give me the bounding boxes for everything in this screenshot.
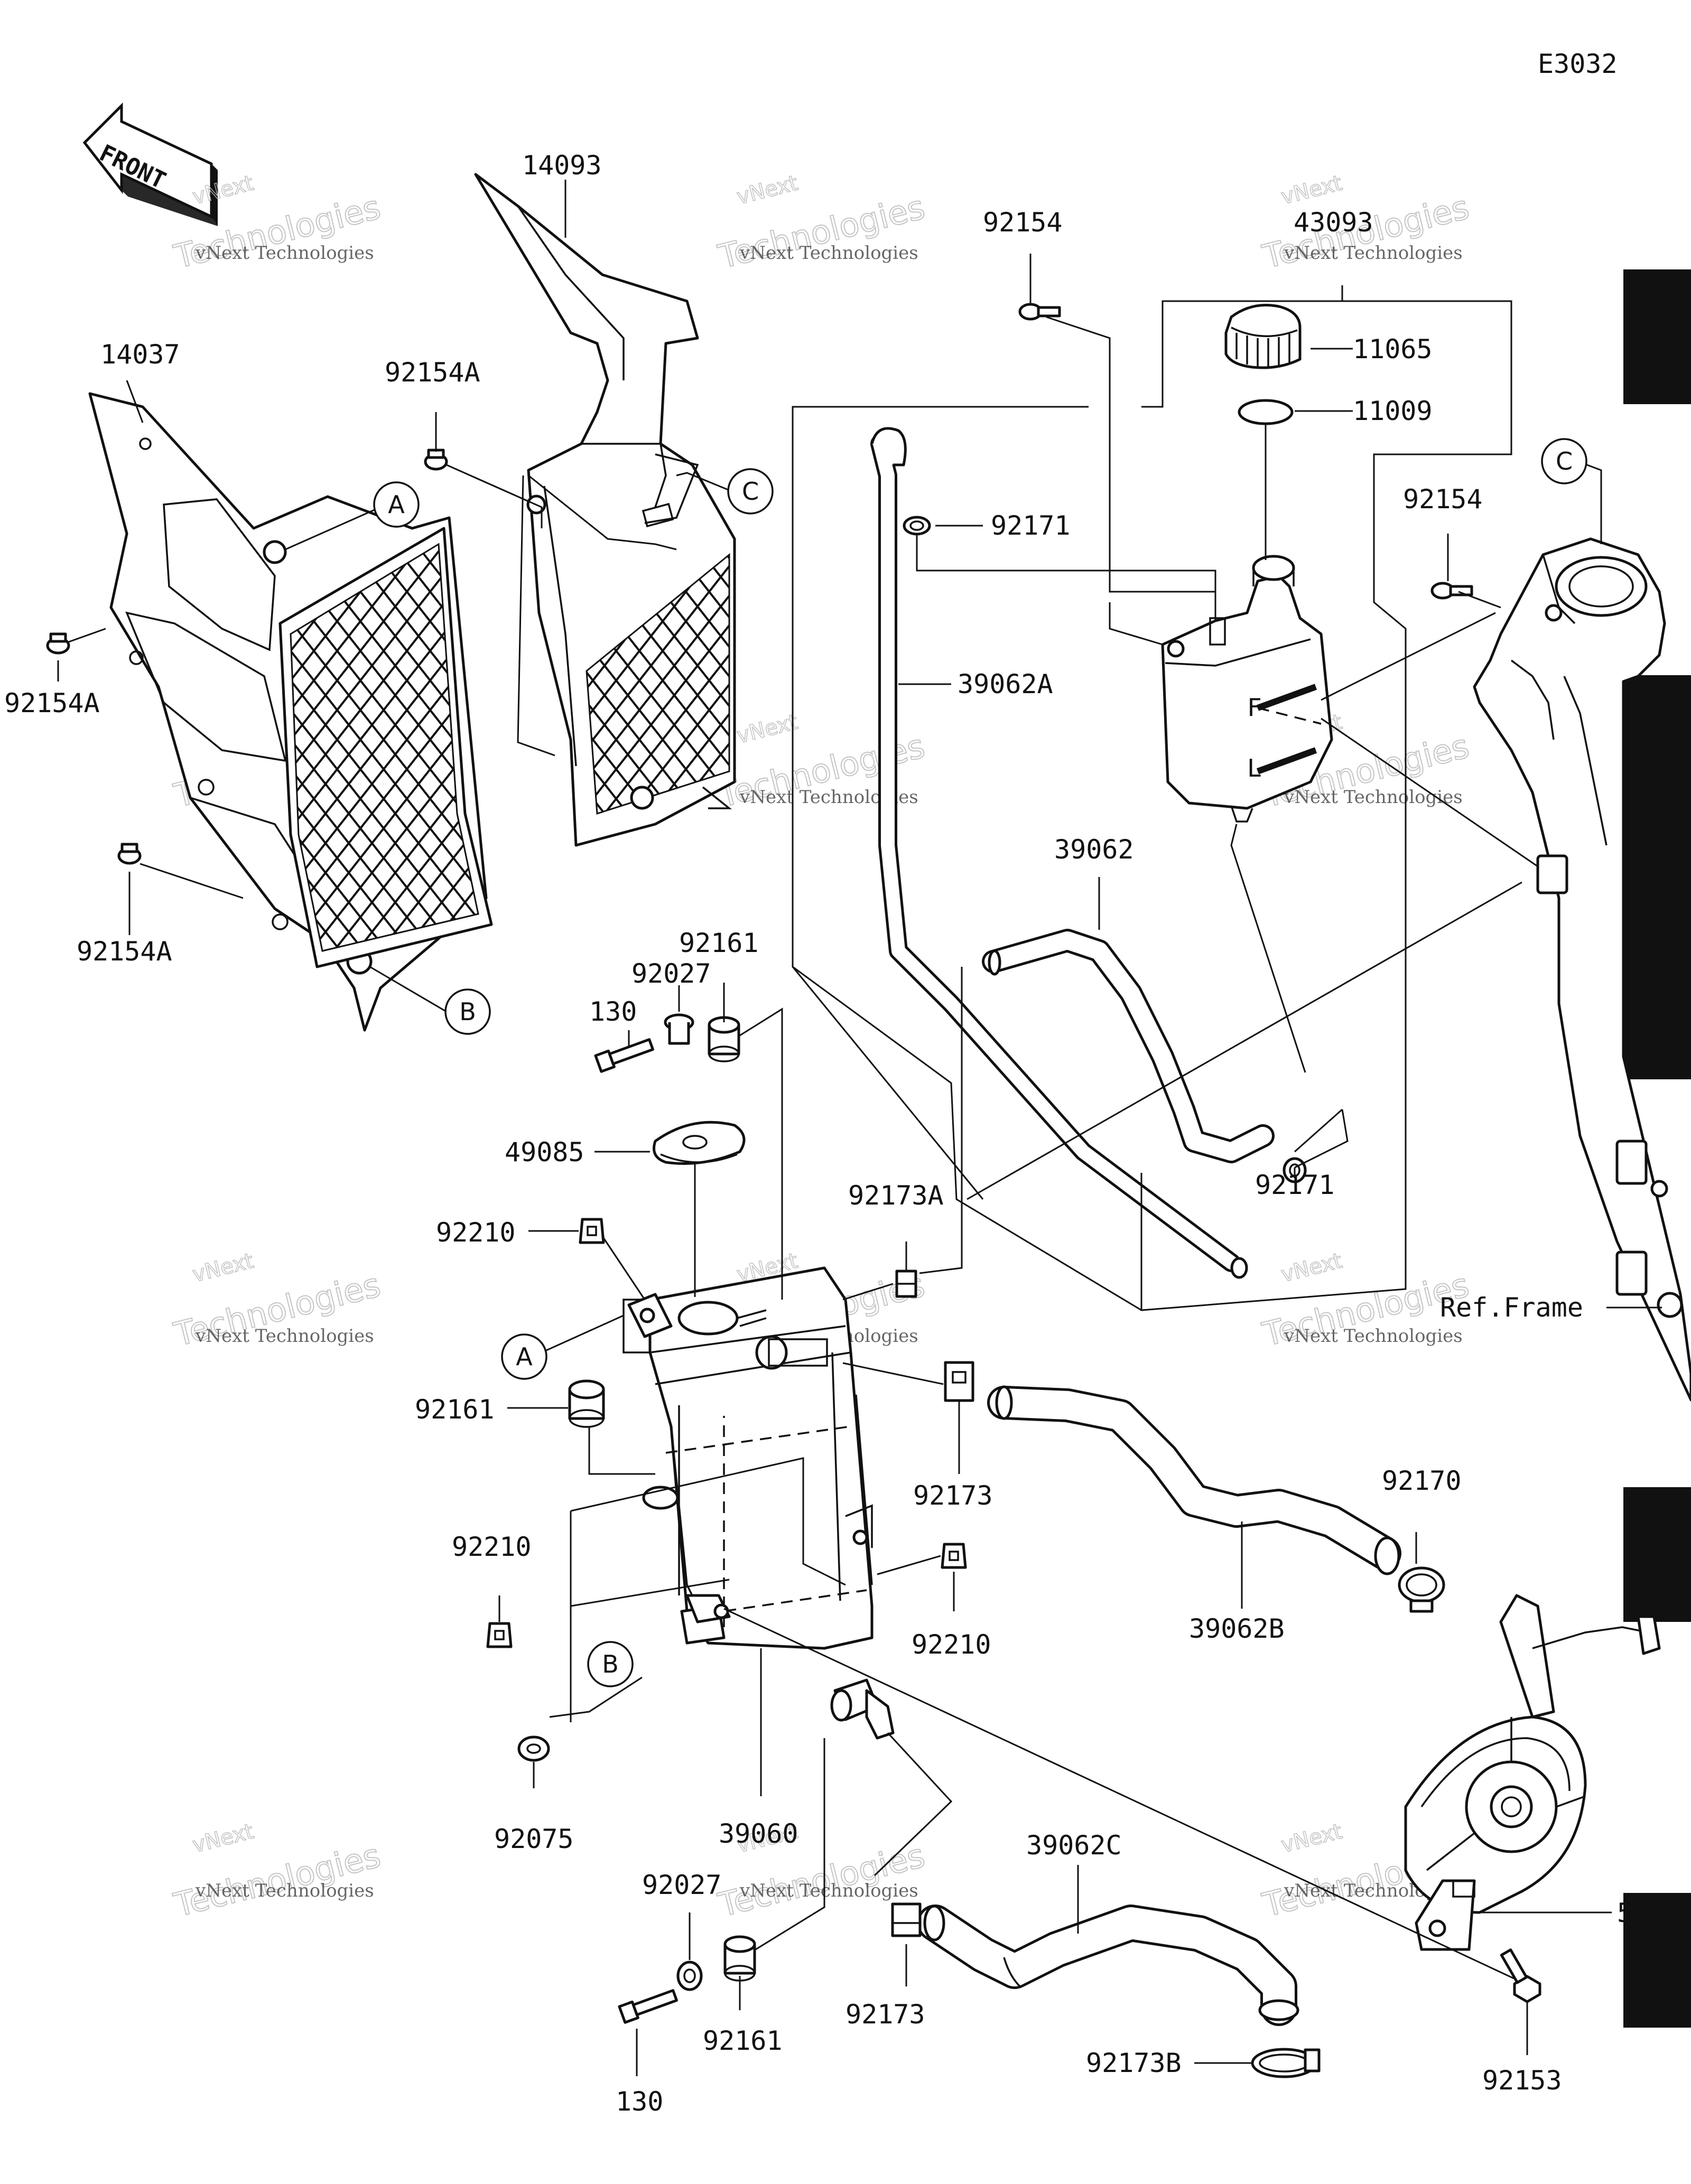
label-92173-lower: 92173 bbox=[846, 1999, 925, 2030]
label-11009: 11009 bbox=[1353, 396, 1433, 426]
label-92027-top: 92027 bbox=[631, 958, 711, 989]
reservoir-tank: F L bbox=[1161, 555, 1333, 823]
label-92154A-top: 92154A bbox=[385, 357, 480, 388]
label-92027-lower: 92027 bbox=[642, 1870, 722, 1900]
label-92153: 92153 bbox=[1482, 2065, 1562, 2096]
svg-text:C: C bbox=[1556, 447, 1573, 475]
gasket-11009 bbox=[1238, 399, 1294, 425]
label-92210-left: 92210 bbox=[452, 1532, 532, 1562]
label-39062B: 39062B bbox=[1189, 1613, 1285, 1644]
label-130-top: 130 bbox=[589, 996, 637, 1027]
hose-39062 bbox=[982, 929, 1275, 1163]
svg-text:vNext Technologies: vNext Technologies bbox=[195, 242, 374, 264]
svg-text:vNext: vNext bbox=[1279, 1248, 1345, 1287]
callout-B-top: B bbox=[444, 988, 491, 1035]
label-92173B: 92173B bbox=[1086, 2048, 1182, 2078]
svg-text:vNext Technologies: vNext Technologies bbox=[739, 1880, 918, 1901]
callout-C-top: C bbox=[727, 468, 774, 515]
callout-C-right: C bbox=[1541, 438, 1587, 484]
svg-text:A: A bbox=[516, 1342, 533, 1371]
callout-B-lower: B bbox=[587, 1641, 634, 1687]
label-14037: 14037 bbox=[100, 339, 180, 370]
label-49085: 49085 bbox=[505, 1137, 584, 1168]
label-130-lower: 130 bbox=[616, 2086, 663, 2117]
label-59502: 59502 bbox=[1617, 1898, 1691, 1928]
label-92171-lower: 92171 bbox=[1255, 1170, 1335, 1200]
svg-text:vNext: vNext bbox=[735, 171, 801, 209]
label-92161-lower: 92161 bbox=[703, 2026, 783, 2056]
label-92154-right: 92154 bbox=[1403, 484, 1483, 515]
clamp-92170 bbox=[1398, 1566, 1445, 1613]
label-92210-right: 92210 bbox=[912, 1629, 991, 1660]
svg-text:vNext: vNext bbox=[1279, 1819, 1345, 1858]
label-Ref-Frame: Ref.Frame bbox=[1440, 1292, 1583, 1323]
side-tab-1 bbox=[1623, 269, 1691, 404]
label-92210-top: 92210 bbox=[436, 1217, 516, 1248]
label-39060: 39060 bbox=[719, 1818, 798, 1849]
svg-text:vNext Technologies: vNext Technologies bbox=[195, 1880, 374, 1901]
radiator-39060 bbox=[622, 1266, 895, 1740]
svg-text:vNext Technologies: vNext Technologies bbox=[739, 242, 918, 264]
callout-A-top: A bbox=[373, 481, 420, 528]
svg-text:vNext Technologies: vNext Technologies bbox=[195, 1326, 374, 1347]
svg-text:vNext: vNext bbox=[735, 710, 801, 748]
svg-text:vNext: vNext bbox=[190, 1248, 256, 1287]
part-labels: 14093 14037 92154A 92154A 92154A 92154 4… bbox=[4, 150, 1691, 2117]
side-tab-4 bbox=[1623, 1893, 1691, 2028]
radiator-grille bbox=[278, 527, 493, 968]
diagram-id: E3032 bbox=[1538, 49, 1618, 79]
frame-ref bbox=[1473, 537, 1691, 1402]
fan-59502 bbox=[1404, 1594, 1661, 1951]
label-14093: 14093 bbox=[522, 150, 602, 181]
svg-text:A: A bbox=[388, 490, 405, 519]
label-92173A: 92173A bbox=[848, 1180, 944, 1211]
label-39062C: 39062C bbox=[1026, 1830, 1122, 1861]
label-92173-right: 92173 bbox=[913, 1480, 993, 1511]
callout-A-lower: A bbox=[501, 1333, 547, 1380]
label-11065: 11065 bbox=[1353, 334, 1433, 365]
label-92154-top: 92154 bbox=[983, 207, 1063, 238]
label-92154A-lower: 92154A bbox=[77, 936, 172, 967]
side-tab-3 bbox=[1623, 1487, 1691, 1622]
label-43093: 43093 bbox=[1294, 207, 1373, 238]
svg-text:vNext Technologies: vNext Technologies bbox=[1284, 787, 1463, 808]
label-92171-top: 92171 bbox=[991, 510, 1071, 541]
radiator-cap-49085 bbox=[653, 1121, 746, 1165]
label-92161-top: 92161 bbox=[679, 928, 759, 958]
label-92154A-left: 92154A bbox=[4, 688, 100, 718]
svg-text:B: B bbox=[459, 997, 476, 1026]
label-92075: 92075 bbox=[494, 1824, 574, 1854]
label-92170: 92170 bbox=[1382, 1466, 1462, 1496]
svg-text:F: F bbox=[1247, 693, 1262, 722]
shroud-14093 bbox=[474, 173, 736, 847]
label-92161-left: 92161 bbox=[415, 1394, 495, 1425]
label-39062: 39062 bbox=[1054, 834, 1134, 865]
svg-text:C: C bbox=[742, 477, 759, 506]
svg-text:vNext Technologies: vNext Technologies bbox=[1284, 242, 1463, 264]
svg-text:L: L bbox=[1247, 754, 1262, 782]
reservoir-cap-11065 bbox=[1224, 304, 1302, 369]
svg-text:vNext: vNext bbox=[190, 1819, 256, 1858]
svg-text:vNext: vNext bbox=[1279, 171, 1345, 209]
svg-text:B: B bbox=[602, 1650, 619, 1678]
label-39062A: 39062A bbox=[958, 669, 1053, 699]
side-tab-2 bbox=[1623, 675, 1691, 1079]
svg-text:vNext Technologies: vNext Technologies bbox=[1284, 1326, 1463, 1347]
clamp-92173B bbox=[1251, 2048, 1321, 2078]
leader-lines bbox=[57, 180, 1662, 2076]
